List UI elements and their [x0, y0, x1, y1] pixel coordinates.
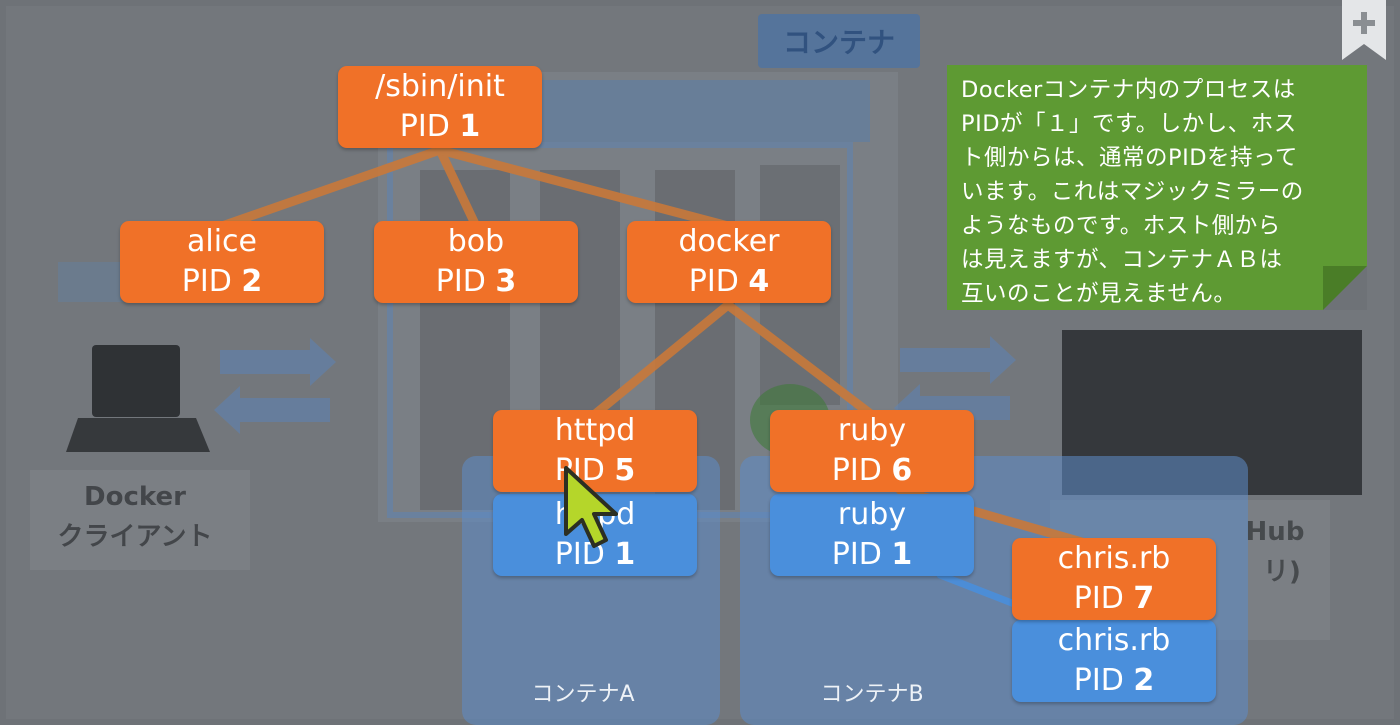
pid-label: PID [831, 453, 882, 488]
process-httpd-host: httpd PID 5 [493, 410, 697, 492]
process-bob: bob PID 3 [374, 221, 578, 303]
pid-value: 6 [891, 453, 913, 488]
process-chris-container: chris.rb PID 2 [1012, 620, 1216, 702]
process-name: httpd [554, 413, 636, 448]
pid-value: 2 [1133, 663, 1155, 698]
process-name: chris.rb [1057, 623, 1171, 658]
container-b-label: コンテナB [820, 682, 924, 707]
pid-label: PID [1073, 663, 1124, 698]
note-line: 互いのことが見えません。 [961, 281, 1237, 307]
pid-value: 1 [459, 109, 481, 144]
process-name: /sbin/init [375, 69, 505, 104]
pid-value: 5 [614, 453, 636, 488]
process-init: /sbin/init PID 1 [338, 66, 542, 148]
process-name: alice [186, 224, 257, 259]
pid-value: 7 [1133, 581, 1155, 616]
process-name: ruby [837, 497, 907, 532]
pid-label: PID [435, 264, 486, 299]
edge-init-docker [435, 145, 733, 231]
bg-hub-label: Hub [1246, 517, 1305, 547]
process-ruby-host: ruby PID 6 [770, 410, 974, 492]
process-ruby-container: ruby PID 1 [770, 494, 974, 576]
edge-init-bob [435, 145, 481, 231]
process-docker: docker PID 4 [627, 221, 831, 303]
pid-value: 3 [495, 264, 517, 299]
pid-label: PID [1073, 581, 1124, 616]
pid-label: PID [688, 264, 739, 299]
note-line: Dockerコンテナ内のプロセスは [961, 77, 1296, 103]
bookmark-plus-icon[interactable] [1342, 0, 1386, 60]
pid-value: 1 [891, 537, 913, 572]
process-name: ruby [837, 413, 907, 448]
bg-client-label-1: Docker [84, 482, 186, 512]
pid-label: PID [831, 537, 882, 572]
bg-client-label-2: クライアント [58, 522, 213, 552]
note-line: います。これはマジックミラーの [961, 179, 1304, 205]
note-line: PIDが「１」です。しかし、ホス [961, 111, 1297, 137]
bg-hub-label-2: リ) [1263, 557, 1301, 587]
mouse-pointer-icon [564, 466, 618, 548]
pid-label: PID [181, 264, 232, 299]
process-name: docker [678, 224, 780, 259]
bg-container-header: コンテナ [783, 26, 895, 59]
note-line: ト側からは、通常のPIDを持って [961, 145, 1298, 171]
pid-label: PID [399, 109, 450, 144]
process-name: bob [447, 224, 505, 259]
process-chris-host: chris.rb PID 7 [1012, 538, 1216, 620]
pid-value: 2 [241, 264, 263, 299]
note-corner-fold [1323, 266, 1367, 310]
edge-docker-ruby [723, 300, 877, 420]
note-line: は見えますが、コンテナＡＢは [961, 247, 1283, 273]
container-a-label: コンテナA [531, 682, 635, 707]
note-line: ようなものです。ホスト側から [961, 213, 1281, 239]
explanation-note: Dockerコンテナ内のプロセスは PIDが「１」です。しかし、ホス ト側からは… [947, 65, 1367, 310]
pid-value: 4 [748, 264, 770, 299]
edge-docker-httpd [589, 300, 733, 420]
process-name: chris.rb [1057, 541, 1171, 576]
pid-value: 1 [614, 537, 636, 572]
process-alice: alice PID 2 [120, 221, 324, 303]
edge-init-alice [217, 145, 445, 231]
